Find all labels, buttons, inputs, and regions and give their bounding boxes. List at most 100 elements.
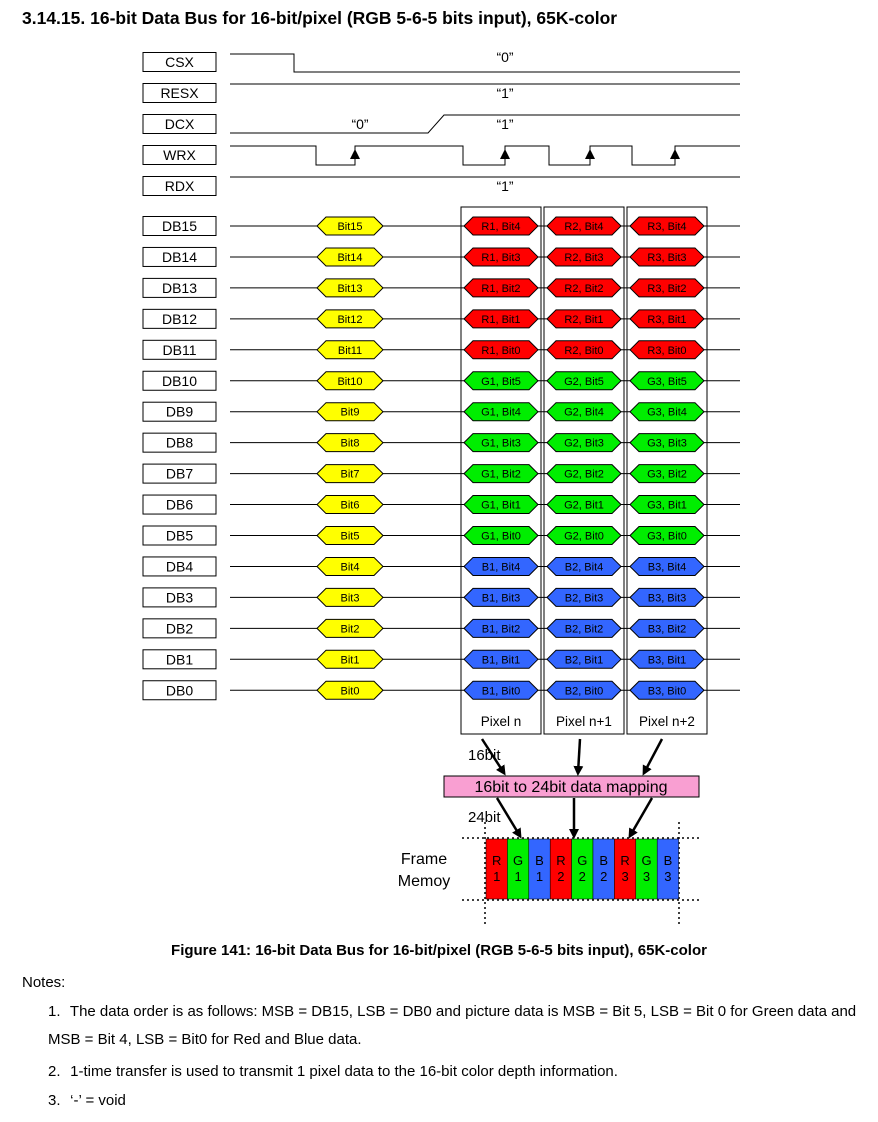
mapping-in-arrow <box>573 738 584 776</box>
pixel-bit-label: B2, Bit4 <box>565 561 604 573</box>
bit-hexagon <box>316 278 384 298</box>
bit-label: Bit5 <box>341 531 360 543</box>
frame-cell-number: 1 <box>536 869 543 884</box>
bus-pin-box-db13 <box>142 277 217 298</box>
bit-hexagon <box>316 402 384 422</box>
pixel-bit-hexagon <box>463 216 539 236</box>
note-2: 2. 1-time transfer is used to transmit 1… <box>48 1058 618 1086</box>
pixel-bit-hexagon <box>463 495 539 515</box>
bus-pin-box-db7 <box>142 463 217 484</box>
pixel-bit-hexagon <box>629 680 705 700</box>
pixel-bit-label: G2, Bit1 <box>564 500 604 512</box>
pixel-bit-label: R2, Bit1 <box>564 314 603 326</box>
bit-hexagon <box>316 464 384 484</box>
bus-pin-label: DB8 <box>166 435 193 451</box>
pixel-bit-label: B1, Bit0 <box>482 685 521 697</box>
note-text: ‘-’ = void <box>70 1092 126 1109</box>
bit-hexagon <box>316 587 384 607</box>
bus-pin-box-db12 <box>142 308 217 329</box>
pixel-bit-label: G2, Bit2 <box>564 469 604 481</box>
dcx-level: “1” <box>496 116 513 132</box>
pixel-bit-label: R3, Bit4 <box>647 221 686 233</box>
bus-pin-box-db10 <box>142 370 217 391</box>
frame-cell-number: 2 <box>600 869 607 884</box>
pixel-bit-label: B3, Bit1 <box>648 654 687 666</box>
pixel-bit-hexagon <box>546 247 622 267</box>
pixel-bit-hexagon <box>546 340 622 360</box>
frame-cell-number: 1 <box>514 869 521 884</box>
pixel-bit-label: B3, Bit2 <box>648 623 687 635</box>
bit-hexagon <box>316 495 384 515</box>
pixel-bit-hexagon <box>546 495 622 515</box>
pixel-bit-hexagon <box>629 495 705 515</box>
bus-pin-label: DB0 <box>166 682 193 698</box>
pixel-bit-hexagon <box>546 464 622 484</box>
rdx-level: “1” <box>496 178 513 194</box>
resx-level: “1” <box>496 85 513 101</box>
pixel-bit-hexagon <box>546 587 622 607</box>
frame-cell-letter: G <box>513 853 523 868</box>
frame-cell-number: 3 <box>621 869 628 884</box>
bus-pin-box-db2 <box>142 618 217 639</box>
mapping-in-arrow <box>642 738 664 776</box>
csx-waveform <box>230 53 740 73</box>
pixel-bit-hexagon <box>629 309 705 329</box>
pixel-bit-hexagon <box>546 618 622 638</box>
pixel-bit-hexagon <box>463 680 539 700</box>
pixel-bit-hexagon <box>463 587 539 607</box>
bus-pin-box-db1 <box>142 649 217 670</box>
pixel-bit-label: R3, Bit2 <box>647 283 686 295</box>
bus-pin-label: DB9 <box>166 404 193 420</box>
csx-level: “0” <box>496 49 513 65</box>
signal-label: RESX <box>160 85 199 101</box>
frame-cell-letter: R <box>492 853 501 868</box>
wrx-waveform <box>230 145 740 166</box>
pixel-bit-label: G3, Bit2 <box>647 469 687 481</box>
bus-pin-label: DB12 <box>162 311 197 327</box>
pixel-bit-label: G1, Bit3 <box>481 438 521 450</box>
pixel-bit-hexagon <box>629 371 705 391</box>
bit-label: Bit7 <box>341 469 360 481</box>
pixel-bit-label: B1, Bit1 <box>482 654 521 666</box>
signal-label: RDX <box>165 178 195 194</box>
pixel-bit-label: B2, Bit2 <box>565 623 604 635</box>
pixel-bit-hexagon <box>546 649 622 669</box>
section-heading: 3.14.15. 16-bit Data Bus for 16-bit/pixe… <box>22 8 618 28</box>
bus-pin-box-db11 <box>142 339 217 360</box>
pixel-bit-hexagon <box>629 247 705 267</box>
bus-pin-label: DB15 <box>162 218 197 234</box>
pixel-bit-label: B3, Bit0 <box>648 685 687 697</box>
pixel-bit-label: B1, Bit3 <box>482 592 521 604</box>
pixel-column-frame <box>626 206 708 735</box>
signal-box-csx <box>142 52 217 72</box>
bit-label: Bit9 <box>341 407 360 419</box>
frame-memory-cell <box>656 838 679 900</box>
frame-memory-label-line1: Frame <box>401 851 447 868</box>
note-text: 1-time transfer is used to transmit 1 pi… <box>70 1063 618 1080</box>
mapping-label: 16bit to 24bit data mapping <box>474 779 667 796</box>
pixel-bit-hexagon <box>546 278 622 298</box>
pixel-bit-hexagon <box>629 464 705 484</box>
bit-hexagon <box>316 340 384 360</box>
pixel-bit-hexagon <box>629 402 705 422</box>
pixel-bit-hexagon <box>629 433 705 453</box>
frame-cell-letter: R <box>620 853 629 868</box>
bus-pin-label: DB3 <box>166 589 193 605</box>
bit-hexagon <box>316 216 384 236</box>
pixel-bit-label: G3, Bit3 <box>647 438 687 450</box>
pixel-bit-label: R1, Bit0 <box>481 345 520 357</box>
pixel-bit-label: G3, Bit5 <box>647 376 687 388</box>
bus-pin-label: DB6 <box>166 497 193 513</box>
bit-label: Bit1 <box>341 654 360 666</box>
bus-pin-box-db5 <box>142 525 217 546</box>
frame-memory-label-line2: Memoy <box>398 873 450 890</box>
bus-pin-label: DB1 <box>166 651 193 667</box>
bus-pin-label: DB14 <box>162 249 197 265</box>
pixel-bit-label: G1, Bit4 <box>481 407 521 419</box>
pixel-bit-hexagon <box>629 278 705 298</box>
pixel-bit-hexagon <box>629 216 705 236</box>
mapping-in-arrow <box>480 738 506 776</box>
bit-hexagon <box>316 526 384 545</box>
